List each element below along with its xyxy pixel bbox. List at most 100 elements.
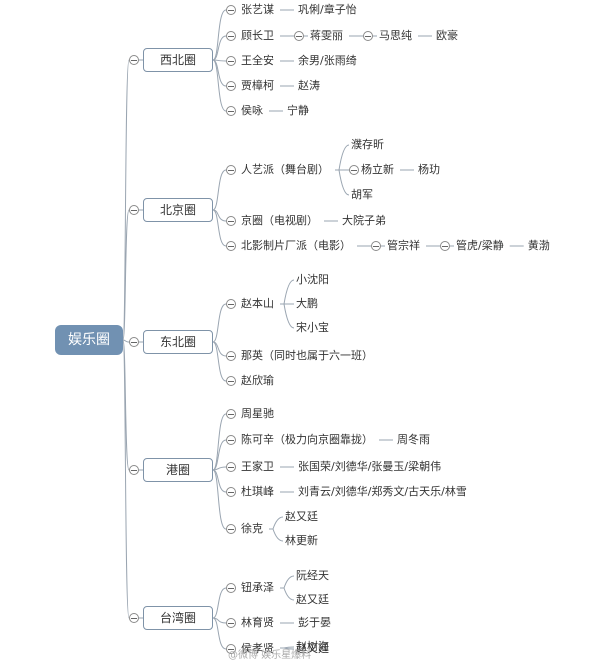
- person-node: 杨立新: [361, 163, 394, 176]
- person-node: 宁静: [287, 104, 309, 117]
- person-node: 赵本山: [241, 297, 274, 310]
- chain-collapse-toggle[interactable]: [371, 241, 381, 251]
- branch-node[interactable]: 东北圈: [143, 330, 213, 354]
- person-node: 张艺谋: [241, 3, 274, 16]
- child-collapse-toggle[interactable]: [226, 487, 236, 497]
- branch-to-child-link: [212, 341, 227, 382]
- person-node: 那英（同时也属于六一班）: [241, 349, 373, 362]
- child-collapse-toggle[interactable]: [226, 376, 236, 386]
- child-collapse-toggle[interactable]: [226, 299, 236, 309]
- branch-to-child-link: [212, 587, 227, 619]
- person-node: 管宗祥: [387, 239, 420, 252]
- branch-to-child-link: [212, 35, 227, 61]
- person-node: 徐克: [241, 522, 263, 535]
- person-node: 余男/张雨绮: [298, 54, 357, 67]
- person-node: 杜琪峰: [241, 485, 274, 498]
- person-node: 林更新: [285, 534, 318, 547]
- child-collapse-toggle[interactable]: [226, 165, 236, 175]
- child-collapse-toggle[interactable]: [226, 5, 236, 15]
- child-collapse-toggle[interactable]: [226, 618, 236, 628]
- child-collapse-toggle[interactable]: [226, 435, 236, 445]
- person-node: 蒋雯丽: [310, 29, 343, 42]
- person-node: 赵树海: [296, 640, 329, 653]
- root-to-branch-link: [122, 339, 130, 619]
- branch-to-child-link: [212, 209, 227, 247]
- child-collapse-toggle[interactable]: [226, 409, 236, 419]
- person-node: 张国荣/刘德华/张曼玉/梁朝伟: [298, 460, 442, 473]
- chain-collapse-toggle[interactable]: [294, 31, 304, 41]
- person-node: 侯咏: [241, 104, 263, 117]
- person-node: 钮承泽: [241, 581, 274, 594]
- branch-collapse-toggle[interactable]: [129, 337, 139, 347]
- child-collapse-toggle[interactable]: [226, 31, 236, 41]
- person-node: 陈可辛（极力向京圈靠拢）: [241, 433, 373, 446]
- person-node: 大鹏: [296, 297, 318, 310]
- child-collapse-toggle[interactable]: [226, 644, 236, 654]
- person-node: 北影制片厂派（电影）: [241, 239, 351, 252]
- child-collapse-toggle[interactable]: [226, 106, 236, 116]
- root-to-branch-link: [122, 339, 130, 343]
- person-node: 欧豪: [436, 29, 458, 42]
- chain-collapse-toggle[interactable]: [440, 241, 450, 251]
- child-collapse-toggle[interactable]: [226, 241, 236, 251]
- person-node: 赵又廷: [296, 642, 329, 655]
- person-node: 赵欣瑜: [241, 374, 274, 387]
- child-collapse-toggle[interactable]: [226, 524, 236, 534]
- person-node: 赵又廷: [285, 510, 318, 523]
- branch-to-child-link: [212, 413, 227, 471]
- person-node: 周星驰: [241, 407, 274, 420]
- person-node: 杨玏: [418, 163, 440, 176]
- person-node: 林育贤: [241, 616, 274, 629]
- branch-node[interactable]: 港圈: [143, 458, 213, 482]
- person-node: 马思纯: [379, 29, 412, 42]
- child-collapse-toggle[interactable]: [226, 462, 236, 472]
- person-node: 宋小宝: [296, 321, 329, 334]
- branch-node[interactable]: 西北圈: [143, 48, 213, 72]
- root-node[interactable]: 娱乐圈: [55, 325, 123, 355]
- person-node: 王全安: [241, 54, 274, 67]
- branch-collapse-toggle[interactable]: [129, 465, 139, 475]
- branch-node[interactable]: 北京圈: [143, 198, 213, 222]
- chain-collapse-toggle[interactable]: [349, 165, 359, 175]
- group-bracket-link: [280, 575, 295, 601]
- branch-to-child-link: [212, 59, 227, 112]
- root-to-branch-link: [122, 209, 130, 341]
- group-bracket-link: [335, 144, 350, 196]
- person-node: 周冬雨: [397, 433, 430, 446]
- watermark-text: @微博 娱乐星爆料: [228, 650, 312, 661]
- group-bracket-link: [280, 279, 295, 329]
- person-node: 刘青云/刘德华/郑秀文/古天乐/林雪: [298, 485, 467, 498]
- branch-collapse-toggle[interactable]: [129, 205, 139, 215]
- person-node: 赵又廷: [296, 593, 329, 606]
- person-node: 京圈（电视剧）: [241, 214, 318, 227]
- branch-node[interactable]: 台湾圈: [143, 606, 213, 630]
- person-node: 赵涛: [298, 79, 320, 92]
- person-node: 小沈阳: [296, 273, 329, 286]
- branch-to-child-link: [212, 169, 227, 211]
- chain-collapse-toggle[interactable]: [363, 31, 373, 41]
- person-node: 大院子弟: [342, 214, 386, 227]
- branch-collapse-toggle[interactable]: [129, 55, 139, 65]
- child-collapse-toggle[interactable]: [226, 583, 236, 593]
- person-node: 贾樟柯: [241, 79, 274, 92]
- person-node: 黄渤: [527, 239, 550, 252]
- child-collapse-toggle[interactable]: [226, 56, 236, 66]
- person-node: 阮经天: [296, 569, 329, 582]
- branch-to-child-link: [212, 439, 227, 471]
- root-to-branch-link: [122, 339, 130, 471]
- branch-to-child-link: [212, 303, 227, 343]
- person-node: 侯孝贤: [241, 642, 274, 655]
- child-collapse-toggle[interactable]: [226, 351, 236, 361]
- person-node: 濮存昕: [351, 138, 384, 151]
- child-collapse-toggle[interactable]: [226, 81, 236, 91]
- person-node: 王家卫: [241, 460, 274, 473]
- branch-collapse-toggle[interactable]: [129, 613, 139, 623]
- child-collapse-toggle[interactable]: [226, 216, 236, 226]
- person-node: 巩俐/章子怡: [298, 3, 357, 16]
- branch-to-child-link: [212, 9, 227, 61]
- person-node: 胡军: [351, 188, 373, 201]
- branch-to-child-link: [212, 469, 227, 530]
- branch-to-child-link: [212, 617, 227, 650]
